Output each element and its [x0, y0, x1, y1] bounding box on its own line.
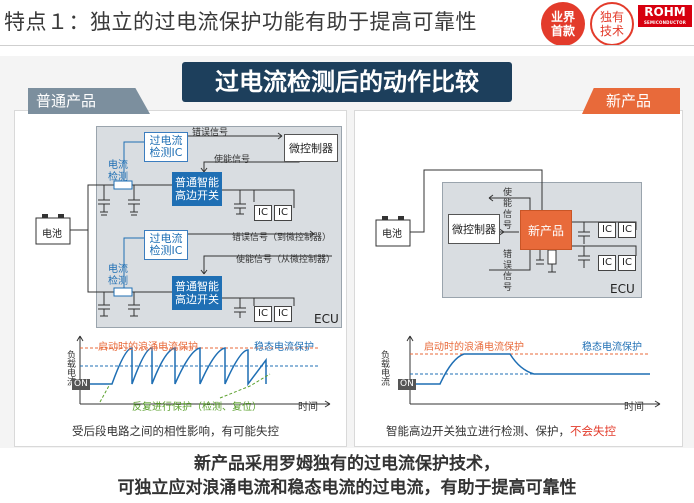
right-caption-text: 智能高边开关独立进行检测、保护，: [386, 424, 570, 438]
summary-text: 新产品采用罗姆独有的过电流保护技术， 可独立应对浪涌电流和稳态电流的过电流，有助…: [0, 452, 694, 500]
industry-first-badge: 业界 首款: [541, 2, 585, 46]
right-battery-label: 电池: [382, 229, 402, 240]
left-steady-label: 稳态电流保护: [254, 342, 314, 353]
summary-line-2: 可独立应对浪涌电流和稳态电流的过电流，有助于提高可靠性: [117, 478, 577, 498]
left-caption: 受后段电路之间的相性影响，有可能失控: [72, 424, 279, 438]
left-error-signal: 错误信号: [192, 128, 229, 138]
left-inrush-label: 启动时的浪涌电流保护: [98, 342, 198, 353]
conventional-product-label: 普通产品: [28, 88, 150, 114]
left-smart-switch-top: 普通智能高边开关: [172, 172, 222, 206]
left-ic-4: IC: [274, 306, 292, 322]
left-circuit-wiring: [35, 132, 332, 318]
right-ic-1: IC: [598, 222, 616, 238]
left-enable-signal-2: 使能信号（从微控制器）: [236, 255, 336, 265]
badge-line: 首款: [550, 24, 575, 38]
logo-text: ROHM: [644, 5, 686, 19]
right-enable-signal: 使能信号: [503, 188, 513, 231]
right-caption-highlight: 不会失控: [570, 424, 616, 438]
badge-line: 技术: [599, 24, 624, 38]
left-error-signal-2: 错误信号（到微控制器）: [232, 233, 332, 243]
left-current-graph: [76, 335, 331, 408]
right-new-product-switch: 新产品: [520, 210, 572, 250]
right-ic-3: IC: [598, 255, 616, 271]
logo-subtext: SEMICONDUCTOR: [643, 20, 687, 25]
left-x-axis-label: 时间: [298, 402, 318, 413]
left-current-detect-bottom: 电流检测: [108, 264, 128, 287]
right-steady-label: 稳态电流保护: [582, 342, 642, 353]
right-error-signal: 错误信号: [503, 250, 513, 293]
main-title: 过电流检测后的动作比较: [182, 62, 512, 102]
new-product-label: 新产品: [582, 88, 680, 114]
unique-tech-badge: 独有 技术: [590, 2, 634, 46]
right-caption: 智能高边开关独立进行检测、保护，不会失控: [386, 423, 616, 439]
left-overcurrent-ic-top: 过电流检测IC: [144, 132, 188, 162]
right-ic-4: IC: [618, 255, 636, 271]
right-ic-2: IC: [618, 222, 636, 238]
right-y-axis-label: 负载电流: [379, 350, 389, 386]
left-ecu-label: ECU: [314, 312, 339, 326]
left-smart-switch-bottom: 普通智能高边开关: [172, 276, 222, 310]
left-microcontroller: 微控制器: [284, 134, 338, 162]
right-microcontroller: 微控制器: [448, 214, 500, 244]
right-ecu-label: ECU: [610, 282, 635, 296]
header-divider: [0, 45, 694, 46]
left-ic-3: IC: [254, 306, 272, 322]
left-on-marker: ON: [72, 379, 90, 390]
summary-line-1: 新产品采用罗姆独有的过电流保护技术，: [194, 454, 500, 474]
right-circuit-wiring: [375, 169, 637, 273]
left-overcurrent-ic-bottom: 过电流检测IC: [144, 230, 188, 260]
page-title: 特点１：独立的过电流保护功能有助于提高可靠性: [4, 10, 477, 34]
rohm-logo: ROHM SEMICONDUCTOR: [638, 5, 692, 27]
left-repeat-label: 反复进行保护（检测、复位）: [132, 402, 262, 413]
left-enable-signal: 使能信号: [214, 155, 251, 165]
right-inrush-label: 启动时的浪涌电流保护: [424, 342, 524, 353]
left-ic-1: IC: [254, 205, 272, 221]
left-current-detect-top: 电流检测: [108, 160, 128, 183]
right-current-graph: [406, 335, 661, 408]
badge-line: 业界: [550, 10, 575, 24]
right-on-marker: ON: [398, 379, 416, 390]
left-y-axis-label: 负载电流: [65, 350, 75, 386]
left-battery-label: 电池: [42, 229, 62, 240]
badge-line: 独有: [599, 10, 624, 24]
left-ic-2: IC: [274, 205, 292, 221]
right-x-axis-label: 时间: [624, 402, 644, 413]
